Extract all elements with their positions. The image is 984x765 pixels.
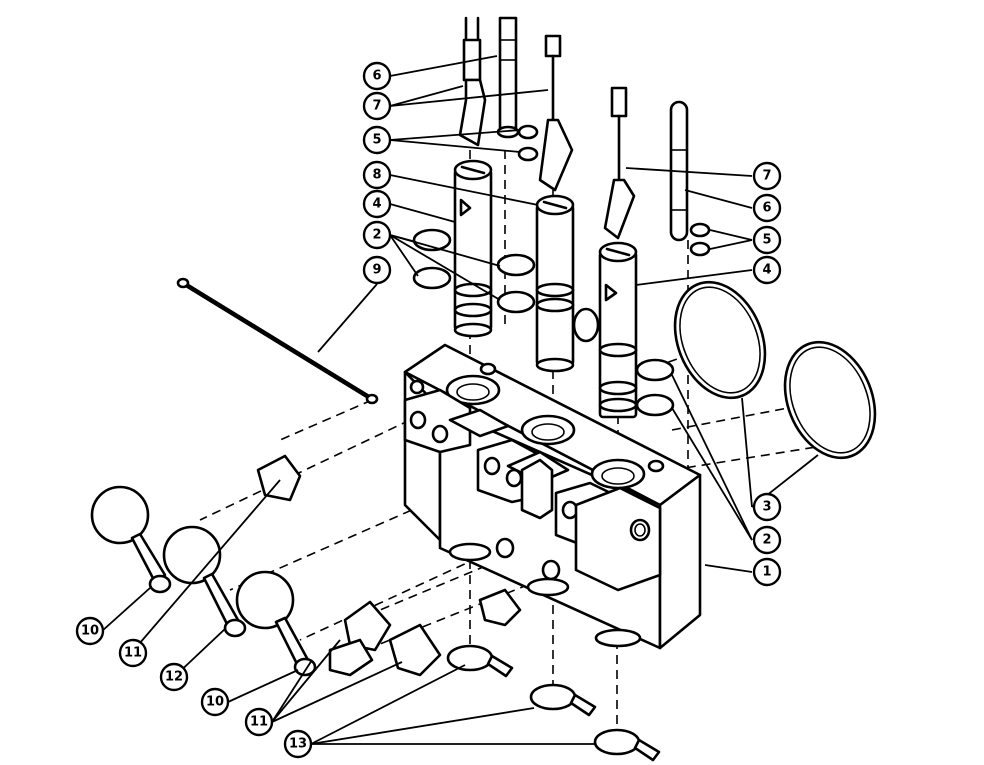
callout-8-label: 8	[372, 168, 381, 183]
callout-9: 9	[362, 255, 392, 285]
callout-6-left-label: 6	[372, 69, 381, 84]
callout-12-label: 12	[165, 670, 183, 685]
callout-10-upper-label: 10	[81, 624, 99, 639]
callout-2-right-label: 2	[762, 533, 771, 548]
callout-2-left-label: 2	[372, 228, 381, 243]
callout-7-left: 7	[362, 91, 392, 121]
callout-4-right-label: 4	[762, 263, 771, 278]
callout-13-label: 13	[289, 737, 307, 752]
callout-2-right: 2	[752, 525, 782, 555]
callout-7-right: 7	[752, 161, 782, 191]
callout-4-left-label: 4	[372, 197, 381, 212]
callout-11-upper: 11	[118, 638, 148, 668]
callout-1: 1	[752, 557, 782, 587]
callout-9-label: 9	[372, 263, 381, 278]
callout-5-right: 5	[752, 225, 782, 255]
callout-10-upper: 10	[75, 616, 105, 646]
callout-3: 3	[752, 492, 782, 522]
callout-7-left-label: 7	[372, 99, 381, 114]
leader-lines	[101, 55, 819, 745]
callout-3-label: 3	[762, 500, 771, 515]
callout-6-left: 6	[362, 61, 392, 91]
callout-8: 8	[362, 160, 392, 190]
callout-4-left: 4	[362, 189, 392, 219]
callout-7-right-label: 7	[762, 169, 771, 184]
callout-13: 13	[283, 729, 313, 759]
callout-11-upper-label: 11	[124, 646, 142, 661]
callout-12: 12	[159, 662, 189, 692]
callout-1-label: 1	[762, 565, 771, 580]
pivot-pin	[176, 277, 379, 405]
callout-10-lower-label: 10	[206, 695, 224, 710]
callout-11-lower: 11	[244, 707, 274, 737]
callout-2-left: 2	[362, 220, 392, 250]
spool-middle	[535, 194, 600, 373]
callout-5-right-label: 5	[762, 233, 771, 248]
large-seals	[673, 280, 877, 460]
callout-6-right: 6	[752, 193, 782, 223]
small-rings	[517, 124, 711, 257]
spool-left	[453, 159, 493, 338]
o-rings	[412, 228, 675, 417]
callout-11-lower-label: 11	[250, 715, 268, 730]
callout-5-left-label: 5	[372, 133, 381, 148]
guard-caps	[446, 644, 661, 762]
callout-6-right-label: 6	[762, 201, 771, 216]
callout-10-lower: 10	[200, 687, 230, 717]
spool-right	[598, 241, 638, 419]
callout-4-right: 4	[752, 255, 782, 285]
valve-body	[403, 343, 702, 650]
callout-5-left: 5	[362, 125, 392, 155]
